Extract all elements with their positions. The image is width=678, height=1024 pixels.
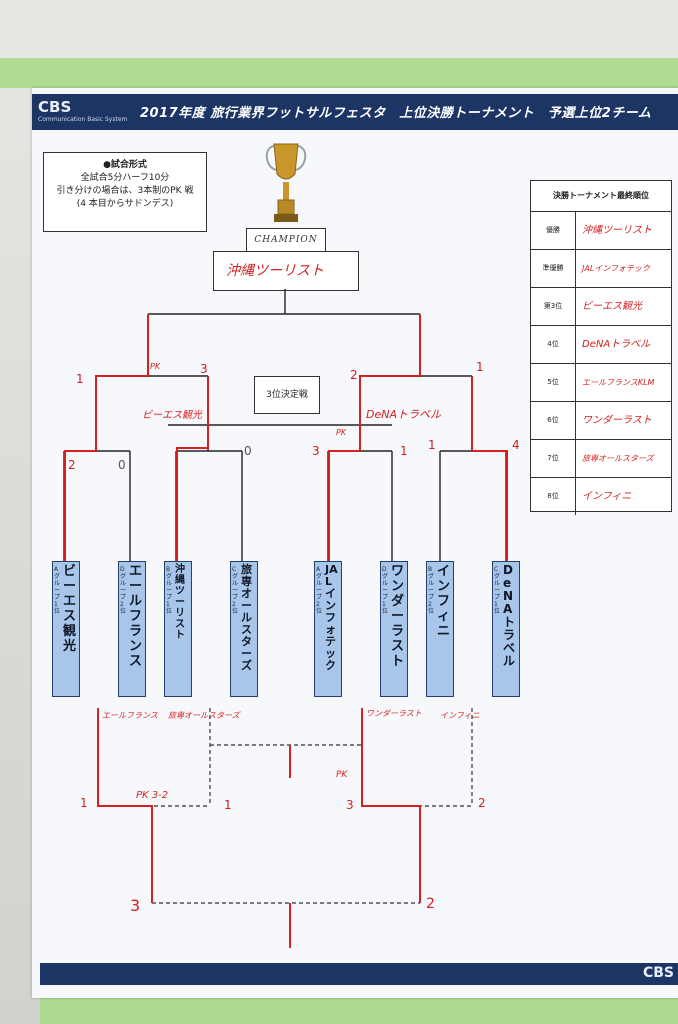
score: 2	[478, 796, 486, 810]
rules-line-1: 全試合5分ハーフ10分	[80, 173, 170, 183]
team-card: Bグループ1位沖縄ツーリスト	[164, 561, 192, 697]
team-group: Dグループ1位	[382, 566, 389, 615]
ranking-row: 8位インフィニ	[531, 478, 671, 515]
ranking-row: 優勝沖縄ツーリスト	[531, 212, 671, 250]
ranking-place: 優勝	[531, 212, 576, 249]
semifinal-left-winner: ビーエス観光	[142, 410, 202, 421]
ranking-place: 8位	[531, 478, 576, 515]
team-card: Dグループ1位ワンダーラスト	[380, 561, 408, 697]
team-group: Dグループ2位	[120, 566, 127, 615]
trophy-icon	[265, 143, 307, 222]
ranking-row: 5位エールフランスKLM	[531, 364, 671, 402]
score: 3	[200, 362, 208, 376]
rules-line-2: 引き分けの場合は、3本制のPK 戦	[56, 186, 194, 196]
ranking-team: 旅専オールスターズ	[582, 454, 654, 463]
ranking-team: 沖縄ツーリスト	[582, 225, 652, 236]
score: 2	[426, 896, 435, 912]
team-card: Bグループ2位インフィニ	[426, 561, 454, 697]
team-group: Cグループ2位	[232, 566, 239, 615]
ranking-row: 7位旅専オールスターズ	[531, 440, 671, 478]
ranking-place: 6位	[531, 402, 576, 439]
footer-banner: CBS	[40, 963, 678, 985]
cbs-logo: CBS	[38, 98, 72, 116]
semifinal-right-winner: DeNAトラベル	[366, 408, 441, 421]
score: 4	[512, 438, 520, 452]
ranking-row: 4位 DeNAトラベル	[531, 326, 671, 364]
team-card: Aグループ1位ビーエス観光	[52, 561, 80, 697]
tournament-poster: CBS Communication Basic System 2017年度 旅行…	[32, 88, 678, 998]
team-name: ビーエス観光	[63, 564, 77, 654]
score: 1	[476, 360, 484, 374]
cbs-logo-footer: CBS	[642, 965, 674, 981]
score: 2	[68, 458, 76, 472]
champion-box: 沖縄ツーリスト	[213, 251, 359, 291]
score: 2	[350, 368, 358, 382]
lower-bracket-team: エールフランス	[102, 711, 158, 720]
ranking-place: 4位	[531, 326, 576, 363]
team-name: ワンダーラスト	[391, 564, 405, 669]
third-place-match-label: 3位決定戦	[254, 376, 320, 414]
team-group: Bグループ2位	[428, 566, 435, 615]
ranking-row: 6位ワンダーラスト	[531, 402, 671, 440]
ranking-team: ビーエス観光	[582, 301, 642, 312]
lower-bracket-team: ワンダーラスト	[366, 709, 422, 718]
score: 0	[118, 458, 126, 472]
team-name: 沖縄ツーリスト	[175, 564, 185, 641]
masking-tape-top	[0, 58, 678, 88]
poster-title: 2017年度 旅行業界フットサルフェスタ 上位決勝トーナメント 予選上位2チーム	[140, 106, 652, 121]
team-group: Cグループ1位	[494, 566, 501, 615]
score: 3	[312, 444, 320, 458]
title-banner: CBS Communication Basic System 2017年度 旅行…	[32, 94, 678, 130]
pk-mark-lower-right: PK	[336, 770, 348, 780]
score: 1	[428, 438, 436, 452]
ranking-team: JALインフォテック	[582, 264, 651, 273]
team-group: Bグループ1位	[166, 566, 173, 615]
lower-bracket-team: インフィニ	[440, 711, 480, 720]
team-name: 旅専オールスターズ	[241, 563, 252, 672]
score: 1	[80, 796, 88, 810]
ranking-place: 第3位	[531, 288, 576, 325]
ranking-place: 7位	[531, 440, 576, 477]
pk-mark-left: PK	[150, 362, 161, 371]
ranking-team: DeNAトラベル	[582, 339, 651, 350]
pk-mark-right: PK	[336, 428, 347, 437]
champion-name: 沖縄ツーリスト	[226, 263, 324, 279]
rules-heading: ●試合形式	[103, 160, 147, 170]
team-name: DeNAトラベル	[503, 563, 516, 668]
team-card: Cグループ2位旅専オールスターズ	[230, 561, 258, 697]
team-group: Aグループ2位	[316, 566, 323, 615]
ranking-row: 準優勝 JALインフォテック	[531, 250, 671, 288]
score: 0	[244, 444, 252, 458]
final-ranking-table: 決勝トーナメント最終順位 優勝沖縄ツーリスト 準優勝 JALインフォテック 第3位…	[530, 180, 672, 515]
team-name: インフィニ	[437, 564, 451, 639]
ranking-place: 5位	[531, 364, 576, 401]
ranking-place: 準優勝	[531, 250, 576, 287]
pk-score-lower-left: PK 3-2	[136, 790, 169, 801]
team-group: Aグループ1位	[54, 566, 61, 615]
rules-line-3: (4 本目からサドンデス)	[76, 199, 174, 209]
cbs-logo-subtitle: Communication Basic System	[38, 116, 128, 123]
ranking-team: ワンダーラスト	[582, 415, 652, 426]
match-rules-box: ●試合形式 全試合5分ハーフ10分 引き分けの場合は、3本制のPK 戦 (4 本…	[43, 152, 207, 232]
team-card: Dグループ2位エールフランス	[118, 561, 146, 697]
score: 1	[224, 798, 232, 812]
team-name: JALインフォテック	[325, 563, 338, 672]
score: 3	[346, 798, 354, 812]
bracket-lines	[63, 289, 508, 948]
ranking-title: 決勝トーナメント最終順位	[531, 181, 671, 212]
lower-bracket-team: 旅専オールスターズ	[168, 711, 240, 720]
score: 3	[130, 896, 141, 915]
team-name: エールフランス	[129, 564, 143, 669]
score: 1	[76, 372, 84, 386]
ranking-team: インフィニ	[582, 491, 632, 502]
score: 1	[400, 444, 408, 458]
ranking-team: エールフランスKLM	[582, 378, 655, 387]
ranking-row: 第3位ビーエス観光	[531, 288, 671, 326]
